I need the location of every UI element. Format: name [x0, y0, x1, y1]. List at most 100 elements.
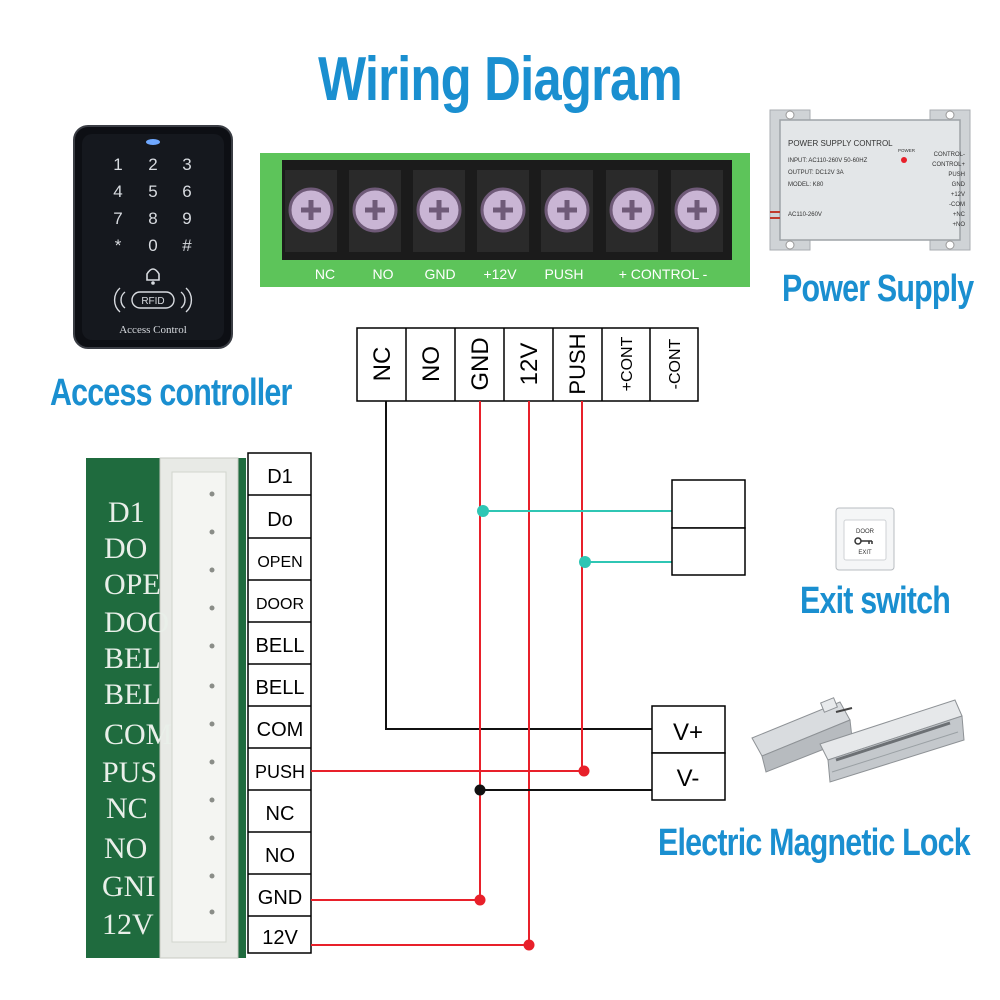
- controller-terminal-table: D1 Do OPEN DOOR BELL BELL COM PUSH NC NO…: [247, 452, 312, 954]
- svg-text:PUSH: PUSH: [948, 172, 965, 178]
- psu-terminal-nc: NC: [369, 347, 396, 382]
- svg-text:NC: NC: [106, 792, 148, 825]
- exit-switch-label: Exit switch: [800, 580, 951, 622]
- psu-line: MODEL: K80: [788, 182, 824, 188]
- wire-junctions: [474, 505, 591, 951]
- wire-12v: [311, 401, 530, 946]
- terminal-label-door: DOOR: [256, 596, 304, 613]
- rfid-icon: [113, 287, 193, 313]
- keypad-device: 1 2 3 4 5 6 7 8 9 * 0 # RFID Access Cont…: [73, 125, 233, 349]
- terminal-block: NC NO GND +12V PUSH + CONTROL -: [260, 153, 750, 287]
- bell-icon: [146, 268, 160, 285]
- wire-nc-to-vplus: [385, 401, 652, 730]
- key: #: [182, 236, 192, 255]
- psu-terminal-labels: CONTROL- CONTROL+ PUSH GND +12V -COM +NC…: [932, 152, 966, 228]
- key-icon: [854, 537, 873, 545]
- psu-terminal-gnd: GND: [467, 337, 494, 390]
- electric-bolt-lock: [751, 697, 853, 773]
- svg-text:DOO: DOO: [104, 606, 169, 639]
- key: *: [115, 236, 122, 255]
- svg-text:COM: COM: [104, 718, 172, 751]
- svg-text:-COM: -COM: [949, 202, 965, 208]
- psu-heading: POWER SUPPLY CONTROL: [788, 139, 893, 148]
- psu-line: OUTPUT: DC12V 3A: [788, 170, 844, 176]
- terminal-label-12v: 12V: [262, 927, 298, 949]
- lock-terminal-vplus: V+: [673, 719, 703, 746]
- terminal-label-push: PUSH: [255, 762, 305, 782]
- keypad-footer: Access Control: [119, 324, 187, 336]
- pcb-silkscreen: D1 DO OPE DOO BEL BEL COM PUS NC NO GNI …: [102, 496, 172, 941]
- tb-label: +12V: [483, 266, 517, 282]
- controller-pcb: D1 DO OPE DOO BEL BEL COM PUS NC NO GNI …: [86, 457, 246, 959]
- junction-dot: [474, 894, 486, 906]
- tb-label: GND: [424, 266, 455, 282]
- key: 7: [113, 209, 122, 228]
- svg-text:BEL: BEL: [104, 678, 161, 711]
- svg-text:NO: NO: [104, 832, 147, 865]
- junction-dot: [578, 765, 590, 777]
- exit-button-line2: EXIT: [858, 550, 872, 556]
- exit-switch-terminals: [671, 479, 746, 576]
- power-supply-label: Power Supply: [782, 268, 974, 310]
- svg-text:+NO: +NO: [952, 222, 965, 228]
- junction-dot: [579, 556, 591, 568]
- junction-dot: [474, 784, 486, 796]
- tb-label: PUSH: [545, 266, 584, 282]
- terminal-label-no: NO: [265, 845, 295, 867]
- power-led: [901, 157, 907, 163]
- tb-label: + CONTROL -: [619, 266, 708, 282]
- psu-terminal-plus-cont: +CONT: [619, 336, 636, 391]
- rfid-label: RFID: [141, 296, 164, 307]
- terminal-label-d1: D1: [267, 466, 293, 488]
- terminal-label-do: Do: [267, 509, 293, 531]
- psu-terminal-header: NC NO GND 12V PUSH +CONT -CONT: [356, 327, 699, 402]
- psu-input-wire: [770, 211, 780, 219]
- access-controller-label: Access controller: [50, 372, 292, 414]
- svg-text:GNI: GNI: [102, 870, 155, 903]
- key: 0: [148, 236, 157, 255]
- svg-text:DO: DO: [104, 532, 147, 565]
- key: 9: [182, 209, 191, 228]
- terminal-label-com: COM: [257, 719, 304, 741]
- exit-button-device: DOOR EXIT: [835, 507, 895, 571]
- terminal-label-gnd: GND: [258, 887, 302, 909]
- junction-dot: [477, 505, 489, 517]
- svg-text:OPE: OPE: [104, 568, 161, 601]
- wires: [311, 401, 672, 946]
- psu-terminal-12v: 12V: [516, 343, 543, 386]
- key: 1: [113, 155, 122, 174]
- power-supply-unit: POWER SUPPLY CONTROL INPUT: AC110-260V 5…: [769, 109, 971, 251]
- svg-text:+12V: +12V: [951, 192, 965, 198]
- key: 5: [148, 182, 157, 201]
- terminal-block-labels: NC NO GND +12V PUSH + CONTROL -: [315, 266, 708, 282]
- terminal-label-open: OPEN: [257, 554, 302, 571]
- svg-text:PUS: PUS: [102, 756, 157, 789]
- status-led: [146, 139, 160, 145]
- key: 6: [182, 182, 191, 201]
- psu-line: INPUT: AC110-260V 50-60HZ: [788, 158, 868, 164]
- terminal-screws: [285, 170, 723, 252]
- magnetic-lock-label: Electric Magnetic Lock: [658, 822, 971, 864]
- exit-button-line1: DOOR: [856, 529, 875, 535]
- tb-label: NO: [373, 266, 394, 282]
- psu-terminal-minus-cont: -CONT: [667, 338, 684, 389]
- tb-label: NC: [315, 266, 335, 282]
- key: 8: [148, 209, 157, 228]
- pcb-pins: [209, 491, 215, 915]
- psu-terminal-no: NO: [418, 346, 445, 382]
- psu-ac-label: AC110-260V: [788, 212, 822, 218]
- svg-text:+NC: +NC: [953, 212, 966, 218]
- key: 2: [148, 155, 157, 174]
- psu-terminal-push: PUSH: [565, 333, 590, 394]
- lock-terminals: V+ V-: [651, 705, 726, 801]
- key: 4: [113, 182, 122, 201]
- wire-gnd: [311, 401, 481, 901]
- lock-terminal-vminus: V-: [677, 765, 700, 792]
- keypad-keys: 1 2 3 4 5 6 7 8 9 * 0 #: [113, 155, 192, 255]
- svg-text:CONTROL+: CONTROL+: [932, 162, 965, 168]
- terminal-label-bell: BELL: [256, 635, 305, 657]
- svg-text:GND: GND: [952, 182, 966, 188]
- terminal-label-bell: BELL: [256, 677, 305, 699]
- wire-push: [311, 401, 583, 772]
